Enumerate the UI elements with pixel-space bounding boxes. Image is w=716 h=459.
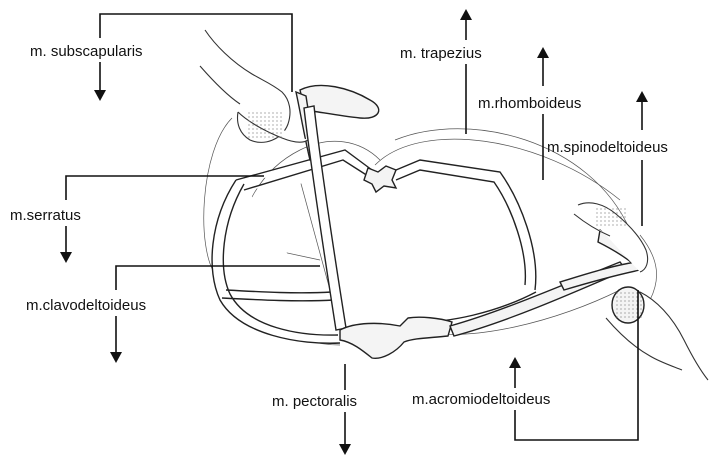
label-spinodeltoideus: m.spinodeltoideus: [547, 139, 668, 156]
trapezius-arrow: [460, 9, 472, 134]
label-subscapularis: m. subscapularis: [30, 43, 143, 60]
sternum: [340, 317, 452, 358]
label-trapezius: m. trapezius: [400, 45, 482, 62]
rhomboideus-arrow: [537, 47, 549, 180]
label-pectoralis: m. pectoralis: [272, 393, 357, 410]
label-clavodeltoideus: m.clavodeltoideus: [26, 297, 146, 314]
spinodeltoideus-arrow: [636, 91, 648, 226]
label-serratus: m.serratus: [10, 207, 81, 224]
label-acromiodeltoideus: m.acromiodeltoideus: [412, 391, 550, 408]
label-rhomboideus: m.rhomboideus: [478, 95, 581, 112]
